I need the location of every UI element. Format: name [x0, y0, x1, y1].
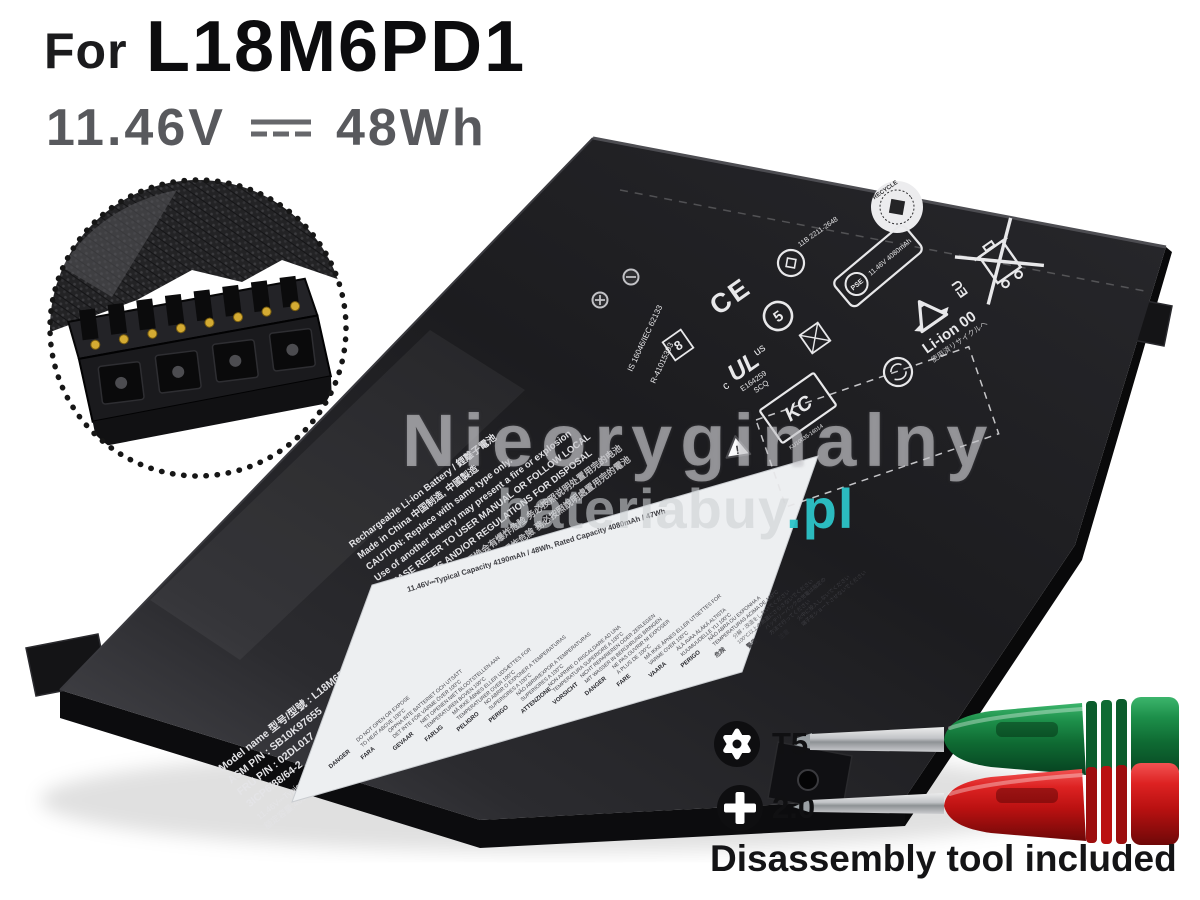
- battery-edge-highlight-left: [59, 137, 594, 691]
- dashed-outline: [755, 345, 1000, 508]
- svg-text:c: c: [720, 379, 732, 392]
- watermark-tld: .pl: [786, 477, 855, 540]
- crossed-bin-icon: EU: [948, 217, 1045, 305]
- battery-glare: [150, 330, 525, 660]
- x-box-icon: [798, 321, 832, 355]
- battery-side-face: [60, 690, 905, 848]
- screw-plus: [591, 291, 609, 309]
- connector-gold-pins: [90, 301, 301, 350]
- model-title: L18M6PD1: [146, 7, 527, 87]
- cqc-circle-icon: [882, 356, 914, 388]
- dotted-circle-border: [47, 177, 349, 479]
- watermark-line1: Nieoryginalny: [402, 399, 996, 482]
- screwdrivers: [793, 697, 1179, 845]
- connector-sockets: [115, 343, 299, 389]
- phillips-icon: [717, 785, 763, 831]
- battery-top-face: [60, 138, 1166, 820]
- torx-size-label: T5: [772, 726, 809, 761]
- capacity-value: 48Wh: [335, 99, 487, 157]
- tools-caption: Disassembly tool included: [710, 838, 1177, 879]
- for-label: For: [44, 23, 128, 79]
- screwdriver-green-t5: [794, 697, 1179, 779]
- dc-symbol-icon: [250, 119, 311, 137]
- svg-text:!: !: [734, 443, 740, 457]
- connector-macro: [67, 275, 333, 448]
- fabric-sheen: [62, 190, 177, 297]
- watermark-brand: bateriabuy: [497, 477, 787, 540]
- voltage-value: 11.46V: [46, 99, 226, 157]
- torx-icon: [714, 721, 760, 767]
- connector-teeth: [79, 275, 300, 341]
- watermark-line2: bateriabuy.pl: [497, 476, 854, 541]
- voltage-capacity-row: 11.46V 48Wh: [46, 98, 487, 158]
- connector-zoom-circle: [47, 177, 349, 479]
- battery-right-side: [905, 247, 1172, 826]
- phillips-size-label: 2.0: [772, 790, 816, 825]
- screwdriver-red-20: [793, 763, 1179, 845]
- battery-label: [291, 455, 819, 803]
- diamond-mark-icon: [776, 248, 806, 278]
- recycle-badge-icon: RECYCLE: [871, 180, 923, 233]
- warning-triangle-icon: !: [725, 435, 752, 459]
- screw-minus: [622, 268, 640, 286]
